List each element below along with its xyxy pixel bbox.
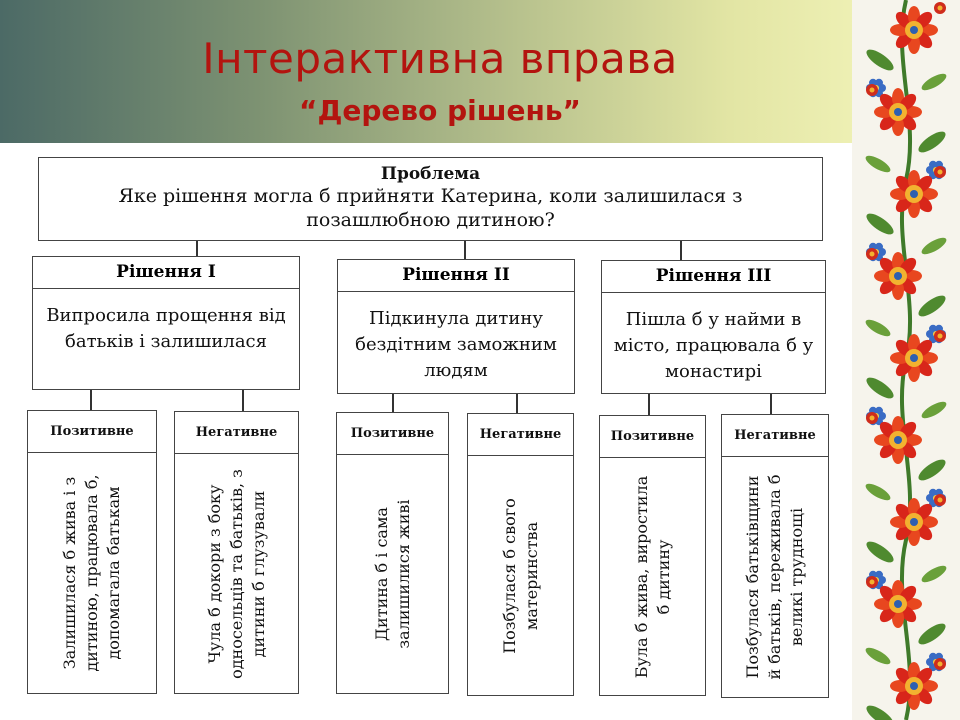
connector-line: [680, 241, 682, 260]
outcome-positive-2: Позитивне Дитина б і сама залишилися жив…: [336, 412, 449, 694]
connector-line: [242, 390, 244, 411]
slide-title: Інтерактивна вправа: [202, 34, 678, 83]
outcome-negative-1: Негативне Чула б докори з боку односельц…: [174, 411, 299, 694]
outcome-label: Позитивне: [337, 413, 448, 455]
problem-question: Яке рішення могла б прийняти Катерина, к…: [118, 185, 743, 231]
connector-line: [648, 394, 650, 415]
outcome-text: Чула б докори з боку односельців та бать…: [204, 468, 268, 679]
connector-line: [196, 241, 198, 256]
outcome-text: Залишилася б жива і з дитиною, працювала…: [60, 474, 123, 672]
header-banner: Інтерактивна вправа “Дерево рішень”: [0, 0, 858, 143]
decision-box-3: Рішення ІІІ Пішла б у найми в місто, пра…: [601, 260, 826, 394]
connector-line: [770, 394, 772, 414]
outcome-text: Дитина б і сама залишилися живі: [371, 499, 413, 649]
outcome-text: Позбулася б свого материнства: [499, 497, 541, 654]
decision-text: Пішла б у найми в місто, працювала б у м…: [613, 309, 814, 382]
connector-line: [516, 394, 518, 413]
outcome-text: Була б жива, виростила б дитину: [631, 475, 673, 678]
outcome-label: Негативне: [175, 412, 298, 454]
connector-line: [464, 241, 466, 259]
connector-line: [392, 394, 394, 412]
floral-ornament-border: [852, 0, 960, 720]
decision-box-1: Рішення І Випросила прощення від батьків…: [32, 256, 300, 390]
outcome-text: Позбулася батьківщини й батьків, пережив…: [743, 474, 806, 680]
decision-box-2: Рішення ІІ Підкинула дитину бездітним за…: [337, 259, 575, 394]
slide-subtitle: “Дерево рішень”: [299, 94, 581, 127]
decision-heading: Рішення ІІІ: [602, 261, 825, 293]
outcome-label: Позитивне: [600, 416, 705, 458]
decision-text: Підкинула дитину бездітним заможним людя…: [355, 308, 557, 381]
outcome-positive-1: Позитивне Залишилася б жива і з дитиною,…: [27, 410, 157, 694]
connector-line: [90, 390, 92, 410]
problem-box: Проблема Яке рішення могла б прийняти Ка…: [38, 157, 823, 241]
outcome-negative-3: Негативне Позбулася батьківщини й батькі…: [721, 414, 829, 698]
outcome-label: Позитивне: [28, 411, 156, 453]
decision-heading: Рішення І: [33, 257, 299, 289]
outcome-positive-3: Позитивне Була б жива, виростила б дитин…: [599, 415, 706, 696]
decision-tree-diagram: Проблема Яке рішення могла б прийняти Ка…: [0, 143, 852, 720]
decision-heading: Рішення ІІ: [338, 260, 574, 292]
outcome-label: Негативне: [468, 414, 573, 456]
outcome-negative-2: Негативне Позбулася б свого материнства: [467, 413, 574, 696]
outcome-label: Негативне: [722, 415, 828, 457]
problem-heading: Проблема: [380, 164, 481, 184]
decision-text: Випросила прощення від батьків і залишил…: [46, 305, 286, 352]
floral-ornament-icon: [865, 0, 947, 720]
